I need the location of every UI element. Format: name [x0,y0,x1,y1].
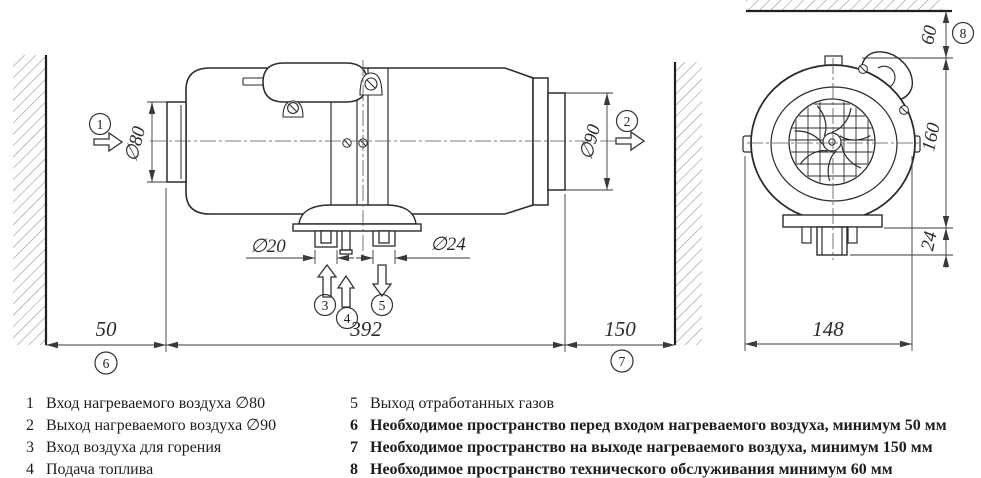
legend-column-right: 5 Выход отработанных газов 6 Необходимое… [350,393,947,478]
fuel-line-stub [242,77,264,86]
mount-saddle [298,204,417,225]
legend-item-3: 3 Вход воздуха для горения [26,437,276,459]
legend-item-6: 6 Необходимое пространство перед входом … [350,415,947,437]
svg-text:∅90: ∅90 [576,122,606,162]
legend-num: 1 [26,395,34,412]
top-tab [824,55,843,66]
legend-num: 2 [26,417,34,434]
legend-num: 7 [350,439,358,456]
fan-hub-hole [828,138,836,146]
side-view [150,60,622,256]
legend-text: Необходимое пространство технического об… [370,461,893,478]
legend-item-8: 8 Необходимое пространство технического … [350,459,947,478]
legend-text: Выход отработанных газов [370,395,555,412]
legend-num: 6 [350,417,358,434]
legend-num: 5 [350,395,358,412]
inlet-air-arrow [93,131,124,153]
svg-text:3: 3 [322,298,329,313]
svg-text:8: 8 [960,26,967,41]
underside-pipes [314,230,396,255]
legend-num: 4 [26,461,34,478]
svg-text:392: 392 [349,317,382,341]
legend-item-1: 1 Вход нагреваемого воздуха ∅80 [26,393,276,415]
legend-text: Выход нагреваемого воздуха ∅90 [46,417,277,434]
svg-text:60: 60 [917,23,942,46]
front-pipes [801,226,858,256]
legend-text: Подача топлива [46,461,154,478]
combustion-air-arrow [316,263,338,298]
front-inner-ring [770,86,898,202]
ceiling [746,0,952,13]
handle-clips [858,64,909,115]
flow-arrows [93,130,646,308]
svg-text:148: 148 [812,317,844,341]
left-wall [13,55,48,345]
legend-item-4: 4 Подача топлива [26,459,276,478]
fuel-arrow [336,274,356,308]
callout-balloons: 1 2 3 4 5 6 7 8 [88,21,975,375]
svg-text:∅20: ∅20 [250,236,286,257]
cover-screw-bracket [282,72,383,118]
svg-text:1: 1 [97,117,104,132]
legend-column-left: 1 Вход нагреваемого воздуха ∅80 2 Выход … [26,393,276,478]
legend-item-7: 7 Необходимое пространство на выходе наг… [350,437,947,459]
legend-item-5: 5 Выход отработанных газов [350,393,947,415]
svg-text:5: 5 [379,298,386,313]
dim-bottom-chain: 50 392 150 [46,188,675,352]
dim-d90: ∅90 [565,92,613,191]
svg-text:6: 6 [103,356,110,371]
legend-text: Вход нагреваемого воздуха ∅80 [46,395,266,412]
dim-pipes: ∅20 ∅24 [246,234,470,264]
mount-plate [292,223,422,232]
svg-text:160: 160 [918,120,945,153]
dim-d80: ∅80 [121,101,167,183]
svg-text:150: 150 [604,317,636,341]
exhaust-arrow [371,264,393,298]
legend-text: Необходимое пространство перед входом на… [370,417,947,434]
fan-hub [822,132,842,152]
svg-text:50: 50 [96,317,118,341]
right-wall [673,62,702,345]
svg-text:7: 7 [619,354,626,369]
svg-text:∅80: ∅80 [121,124,151,164]
svg-text:∅24: ∅24 [430,234,466,255]
legend-item-2: 2 Выход нагреваемого воздуха ∅90 [26,415,276,437]
legend-num: 8 [350,461,358,478]
outlet-ring [532,77,549,206]
legend-text: Необходимое пространство на выходе нагре… [370,439,933,456]
front-mount-plate [782,214,883,228]
svg-text:24: 24 [917,229,942,252]
legend-num: 3 [26,439,34,456]
inlet-tube [166,101,187,183]
fan-blades [794,105,871,182]
svg-text:4: 4 [344,311,351,326]
centerlines-side [150,60,622,256]
outlet-air-arrow [615,130,646,152]
front-view [742,51,921,260]
ecu-cover [262,62,368,103]
dim-w148: 148 [744,156,913,351]
svg-text:2: 2 [624,114,631,129]
outlet-tube [547,92,566,191]
legend-text: Вход воздуха для горения [46,439,222,456]
centerlines-front [747,58,921,260]
